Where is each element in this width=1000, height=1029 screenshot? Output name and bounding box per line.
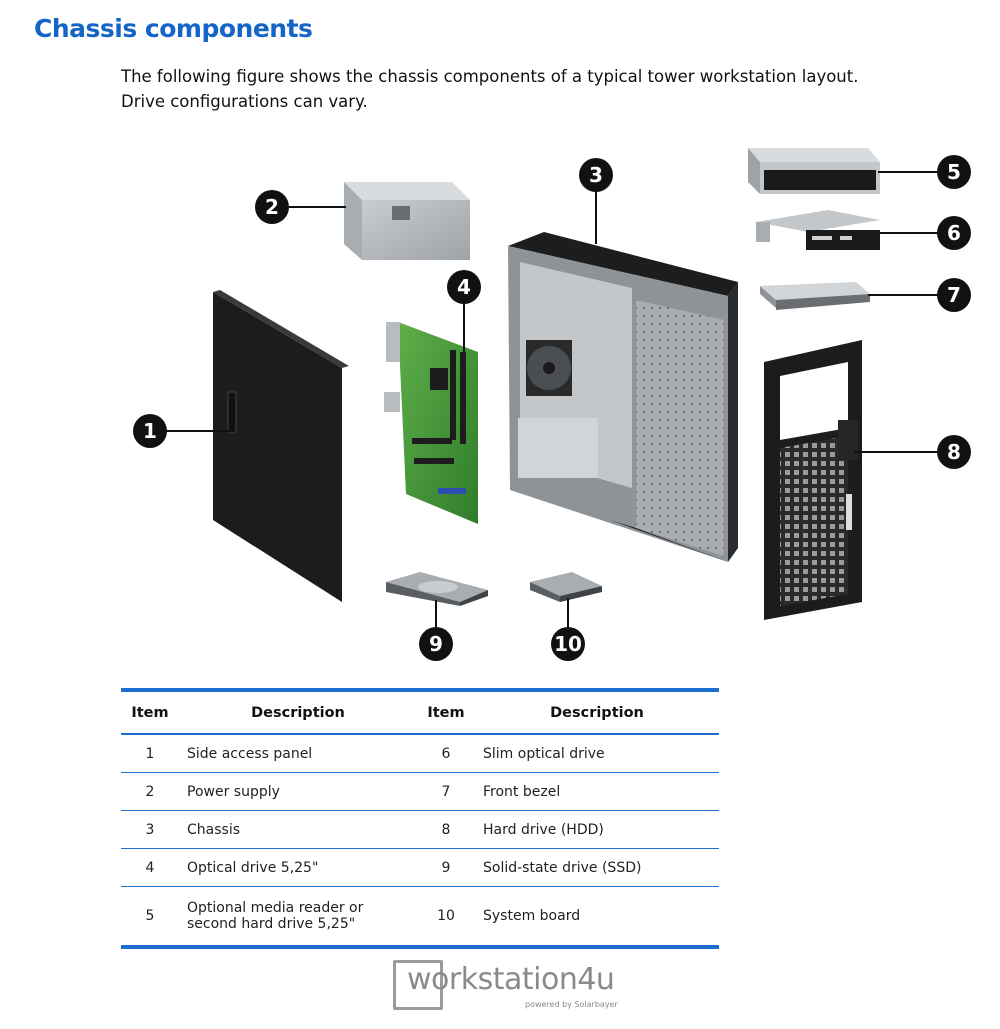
callout-7: 7 [937,278,971,312]
item-description: System board [483,908,581,924]
slim-optical-drive [760,282,870,310]
callout-number: 2 [265,195,279,219]
item-number: 1 [145,745,155,762]
media-reader [756,210,880,250]
item-number: 10 [437,908,455,924]
item-number: 8 [441,821,451,838]
callout-number: 8 [947,440,961,464]
callout-8: 8 [937,435,971,469]
intro-paragraph: The following figure shows the chassis c… [121,67,859,111]
callout-3: 3 [579,158,613,192]
item-description: Front bezel [483,783,561,800]
item-number: 2 [145,783,155,800]
callout-number: 6 [947,221,961,245]
callout-6: 6 [937,216,971,250]
optical-drive [748,148,880,194]
table-row: 4 Optical drive 5,25" 9 Solid-state driv… [121,849,719,887]
item-number: 3 [145,821,155,838]
item-description: Optical drive 5,25" [187,859,319,876]
callout-circle [937,216,971,250]
callout-1: 1 [133,414,167,448]
table-row: 5 Optional media reader or second hard d… [121,887,719,947]
col-header-item-2: Item [427,704,465,721]
callout-number: 1 [143,419,157,443]
item-description: Hard drive (HDD) [483,821,604,838]
col-header-item: Item [131,704,169,721]
callout-circle [937,155,971,189]
hard-drive [386,572,488,606]
callout-number: 5 [947,160,961,184]
callout-number: 7 [947,283,961,307]
callout-circle [551,627,585,661]
chassis-exploded-diagram: 1 2 3 4 5 6 7 8 9 10 [133,148,971,661]
table-header-row: Item Description Item Description [121,690,719,734]
item-number: 6 [441,745,451,762]
callout-circle [133,414,167,448]
callout-5: 5 [937,155,971,189]
callout-number: 4 [457,275,471,299]
item-description: Power supply [187,783,280,800]
callout-circle [937,278,971,312]
leader-lines [166,171,938,628]
callout-circle [419,627,453,661]
callout-circle [937,435,971,469]
callout-circle [447,270,481,304]
callout-circle [255,190,289,224]
item-number: 5 [145,908,155,924]
power-supply [344,182,470,260]
table-row: 2 Power supply 7 Front bezel [121,773,719,811]
item-description: Slim optical drive [483,745,605,762]
front-bezel [764,340,862,620]
item-description: Solid-state drive (SSD) [483,859,642,876]
item-number: 4 [145,859,155,876]
table-row: 3 Chassis 8 Hard drive (HDD) [121,811,719,849]
callout-9: 9 [419,627,453,661]
components-table: Item Description Item Description 1 Side… [121,688,719,949]
brand-tagline: powered by Solarbayer [525,1000,618,1009]
callout-number: 10 [554,632,582,656]
page-heading: Chassis components [34,14,313,43]
table-row: 1 Side access panel 6 Slim optical drive [121,734,719,773]
callout-number: 9 [429,632,443,656]
system-board [384,322,478,524]
col-header-description-2: Description [550,704,644,721]
logo-frame [393,960,443,1010]
item-number: 9 [441,859,451,876]
item-description: Chassis [187,821,240,838]
solid-state-drive [530,572,602,602]
item-description: Optional media reader or second hard dri… [187,900,364,932]
item-description: Side access panel [187,745,313,762]
chassis [508,232,738,562]
callout-circle [579,158,613,192]
brand-name: workstation4u [407,962,615,997]
callout-2: 2 [255,190,289,224]
item-number: 7 [441,783,451,800]
watermark-logo: workstation4u powered by Solarbayer [393,960,623,1016]
col-header-description: Description [251,704,345,721]
callouts: 1 2 3 4 5 6 7 8 9 10 [133,155,971,661]
callout-number: 3 [589,163,603,187]
side-access-panel [213,290,349,602]
callout-4: 4 [447,270,481,304]
callout-10: 10 [551,627,585,661]
